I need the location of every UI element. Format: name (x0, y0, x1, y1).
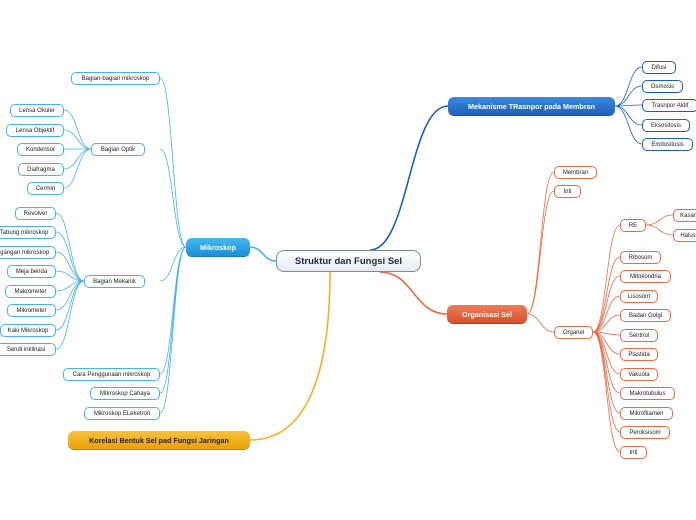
organel-item[interactable]: Plastida (620, 348, 658, 361)
mikroskop-mekanik[interactable]: Bagian Mekanik (84, 275, 145, 288)
re-child[interactable]: Halus (673, 229, 696, 242)
connector (526, 190, 555, 315)
organel-item[interactable]: Peroksisom (620, 426, 670, 439)
connector (645, 214, 674, 226)
connector (526, 171, 555, 315)
mikroskop-optik[interactable]: Bagian Optik (91, 143, 145, 156)
mikroskop-bagian[interactable]: Bagian-bagian mikroskop (71, 72, 160, 85)
mekanik-item[interactable]: Pegangan mikroskop (0, 246, 56, 259)
connector (592, 314, 621, 333)
organel-item[interactable]: Mikrofilamen (620, 407, 673, 420)
organel-item[interactable]: Sentriol (620, 329, 658, 342)
mekanik-item[interactable]: Kaki Mikroskop (0, 324, 56, 337)
optik-item[interactable]: Cermin (27, 182, 64, 195)
organel-re[interactable]: RE (620, 219, 646, 232)
connector (592, 224, 621, 333)
connector (55, 270, 85, 282)
connector (159, 246, 187, 375)
topic-korelasi[interactable]: Korelasi Bentuk Sel pad Fungsi Jaringan (68, 431, 250, 449)
topic-organisasi-sel[interactable]: Organisasi Sel (447, 305, 527, 323)
mikroskop-cahaya[interactable]: MIkroskop Cahaya (90, 387, 160, 400)
optik-item[interactable]: Kondensor (17, 143, 64, 156)
connector (592, 331, 621, 433)
connector (249, 271, 331, 441)
mekanik-item[interactable]: Sendi inklinasi (0, 343, 56, 356)
transpor-item[interactable]: Emdositosis (642, 138, 693, 151)
connector (63, 129, 92, 150)
mikroskop-elektron[interactable]: Mikroskop ELeketron (84, 407, 160, 420)
connector (592, 295, 621, 333)
connector (249, 246, 277, 262)
organisasi-membran[interactable]: Membran (554, 166, 597, 179)
re-child[interactable]: Kasar (673, 209, 696, 222)
organel-item[interactable]: Makrotubulus (620, 387, 675, 400)
connector (526, 313, 555, 333)
transpor-item[interactable]: Difusi (642, 61, 676, 74)
connector (63, 109, 92, 150)
optik-item[interactable]: Lensa Objektif (6, 124, 64, 137)
connector (55, 280, 85, 350)
topic-mekanisme-transpor[interactable]: Mekanisme TRasnpor pada Membran (448, 97, 615, 115)
organel-item[interactable]: Badan Golgi (620, 309, 671, 322)
root-topic[interactable]: Struktur dan Fungsi Sel (276, 250, 421, 272)
transpor-item[interactable]: Osmosis (642, 80, 683, 93)
organel-item[interactable]: Inti (620, 446, 647, 459)
topic-mikroskop[interactable]: Mikroskop (186, 238, 250, 256)
organel-item[interactable]: Ribosom (620, 251, 661, 264)
connector (63, 148, 92, 170)
connector (592, 275, 621, 333)
connector (159, 148, 187, 248)
connector (63, 148, 92, 189)
mekanik-item[interactable]: Meja benda (7, 265, 56, 278)
connector (159, 246, 187, 414)
mekanik-item[interactable]: Tabung mikroskop (0, 226, 56, 239)
connector (614, 66, 643, 107)
connector (159, 246, 187, 282)
connector (55, 212, 85, 282)
connector (645, 224, 674, 236)
connector (159, 77, 187, 248)
transpor-item[interactable]: Eksositosis (642, 119, 690, 132)
mikroskop-cara-penggunaan[interactable]: Cara Penggunaan mikroskop (63, 368, 160, 381)
connector (592, 256, 621, 333)
mekanik-item[interactable]: Makrometer (5, 285, 56, 298)
connector (592, 331, 621, 453)
transpor-item[interactable]: Trasnpor Aktif (642, 99, 696, 112)
organel-item[interactable]: Mitokondria (620, 270, 671, 283)
connector (159, 246, 187, 394)
organel-item[interactable]: Lisosom (620, 290, 658, 303)
connector (55, 231, 85, 282)
connector (614, 105, 643, 145)
optik-item[interactable]: Lensa Okuler (10, 104, 64, 117)
organel-item[interactable]: Vakuola (620, 368, 658, 381)
connector (55, 280, 85, 331)
optik-item[interactable]: Diafragma (18, 163, 64, 176)
connector (614, 105, 643, 126)
organisasi-inti[interactable]: Inti (554, 185, 581, 198)
mekanik-item[interactable]: Revolver (15, 207, 56, 220)
connector (379, 271, 448, 315)
connector (369, 105, 449, 251)
connector (55, 251, 85, 282)
mekanik-item[interactable]: Mikrometer (7, 304, 56, 317)
connector (614, 85, 643, 107)
organisasi-organel[interactable]: Organel (554, 326, 593, 339)
